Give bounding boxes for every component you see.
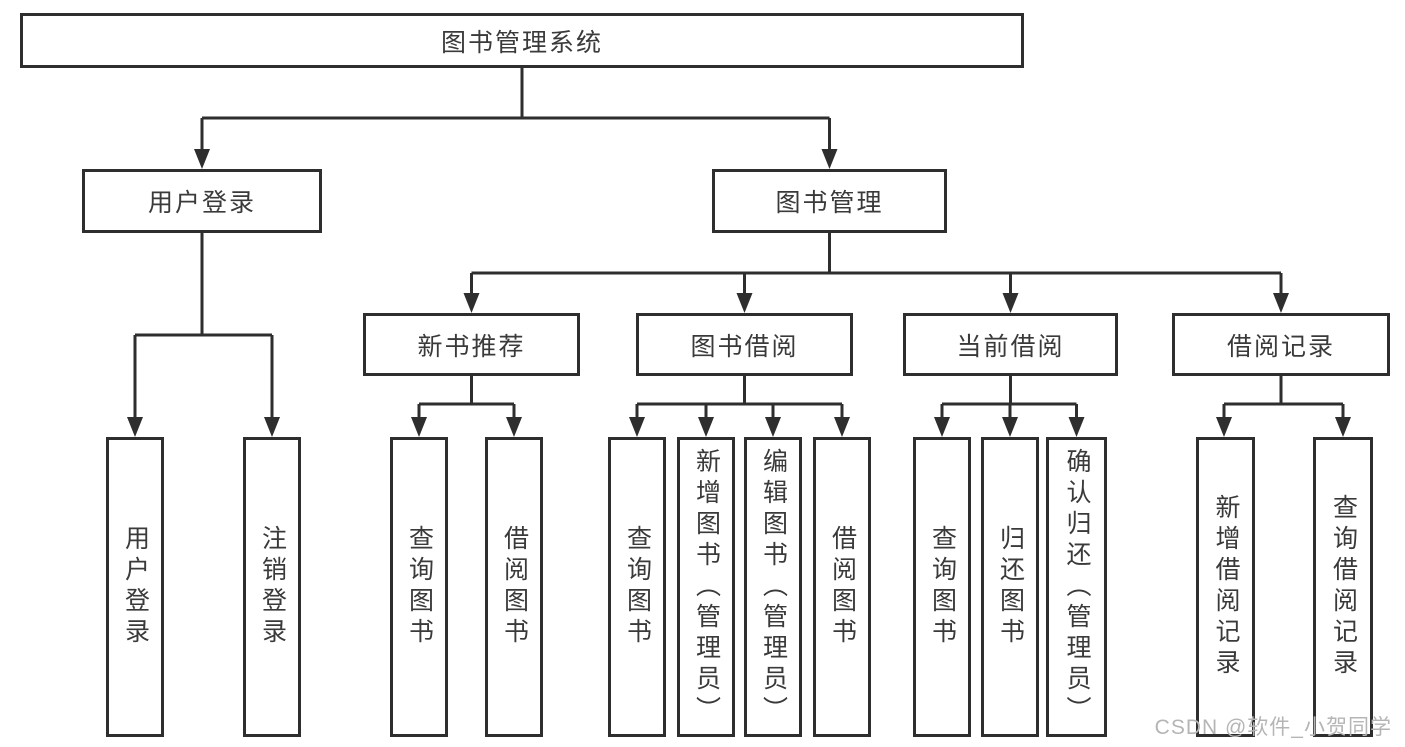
node-label: 借阅记录 [1226, 332, 1335, 361]
node-label: 借阅图书 [828, 525, 857, 649]
node-label: 新增借阅记录 [1212, 494, 1240, 680]
node-book-borrowing: 图书借阅 [636, 313, 853, 376]
node-label: 当前借阅 [956, 332, 1065, 361]
leaf-recommend-borrow-books: 借阅图书 [485, 437, 543, 737]
connector-arrowheads [127, 149, 1351, 437]
node-root-system: 图书管理系统 [20, 13, 1024, 68]
node-label: 用户登录 [121, 525, 150, 649]
leaf-current-confirm-return-admin: 确认归还（管理员） [1046, 437, 1107, 737]
leaf-recommend-query-books: 查询图书 [390, 437, 448, 737]
leaf-borrowing-query-books: 查询图书 [608, 437, 666, 737]
node-current-borrowing: 当前借阅 [903, 313, 1118, 376]
leaf-borrowing-borrow-books: 借阅图书 [813, 437, 871, 737]
node-user-login: 用户登录 [82, 169, 322, 233]
node-label: 新增图书（管理员） [692, 447, 721, 727]
node-label: 借阅图书 [500, 525, 529, 649]
node-label: 新书推荐 [417, 332, 526, 361]
leaf-records-query-borrow-record: 查询借阅记录 [1313, 437, 1373, 737]
node-label: 编辑图书（管理员） [759, 447, 788, 727]
node-label: 用户登录 [147, 189, 256, 217]
node-new-book-recommendation: 新书推荐 [363, 313, 580, 376]
watermark: CSDN @软件_小贺同学 [1154, 716, 1392, 739]
node-label: 查询借阅记录 [1329, 494, 1358, 680]
node-label: 确认归还（管理员） [1063, 447, 1091, 727]
node-label: 图书管理系统 [440, 28, 603, 57]
leaf-current-return-books: 归还图书 [981, 437, 1039, 737]
node-book-management: 图书管理 [712, 169, 947, 233]
node-label: 图书管理 [775, 189, 884, 217]
leaf-records-add-borrow-record: 新增借阅记录 [1196, 437, 1255, 737]
leaf-logout-action: 注销登录 [243, 437, 301, 737]
leaf-borrowing-add-books-admin: 新增图书（管理员） [677, 437, 735, 737]
leaf-current-query-books: 查询图书 [913, 437, 971, 737]
node-label: 查询图书 [928, 525, 957, 649]
leaf-user-login-action: 用户登录 [106, 437, 164, 737]
node-borrowing-records: 借阅记录 [1172, 313, 1390, 376]
node-label: 注销登录 [258, 525, 287, 649]
node-label: 归还图书 [996, 525, 1025, 649]
node-label: 查询图书 [623, 525, 652, 649]
node-label: 图书借阅 [690, 332, 799, 361]
leaf-borrowing-edit-books-admin: 编辑图书（管理员） [744, 437, 802, 737]
node-label: 查询图书 [405, 525, 434, 649]
